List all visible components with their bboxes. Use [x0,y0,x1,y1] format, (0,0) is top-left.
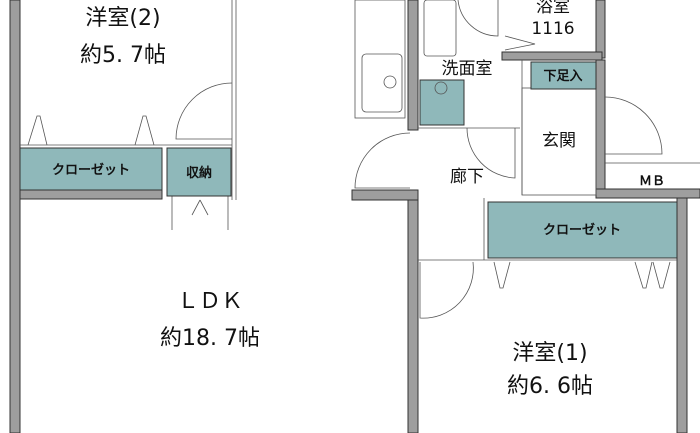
closet-left [19,147,163,191]
western2-name: 洋室(2) [85,6,160,31]
washroom-label: 洗面室 [442,59,493,79]
bath-size: 1116 [531,19,574,39]
closet-right-label: クローゼット [543,222,621,238]
hallway-label: 廊下 [450,167,484,187]
western1-size: 約6. 6帖 [507,374,593,399]
western1-name: 洋室(1) [512,341,587,366]
western2-size: 約5. 7帖 [80,43,166,68]
shoe-storage-label: 下足入 [543,69,582,84]
closet-left-label: クローゼット [52,162,130,178]
walls [9,0,700,433]
ldk-name: ＬＤＫ [177,289,243,314]
shoe-storage [530,61,597,90]
storage-label: 収納 [186,165,212,181]
storage [166,147,232,197]
entrance-label: 玄関 [542,131,576,151]
meter-box-label: ＭＢ [639,174,665,189]
closet-right [487,201,678,259]
bath-name: 浴室 [536,0,570,17]
ldk-size: 約18. 7帖 [160,326,260,351]
